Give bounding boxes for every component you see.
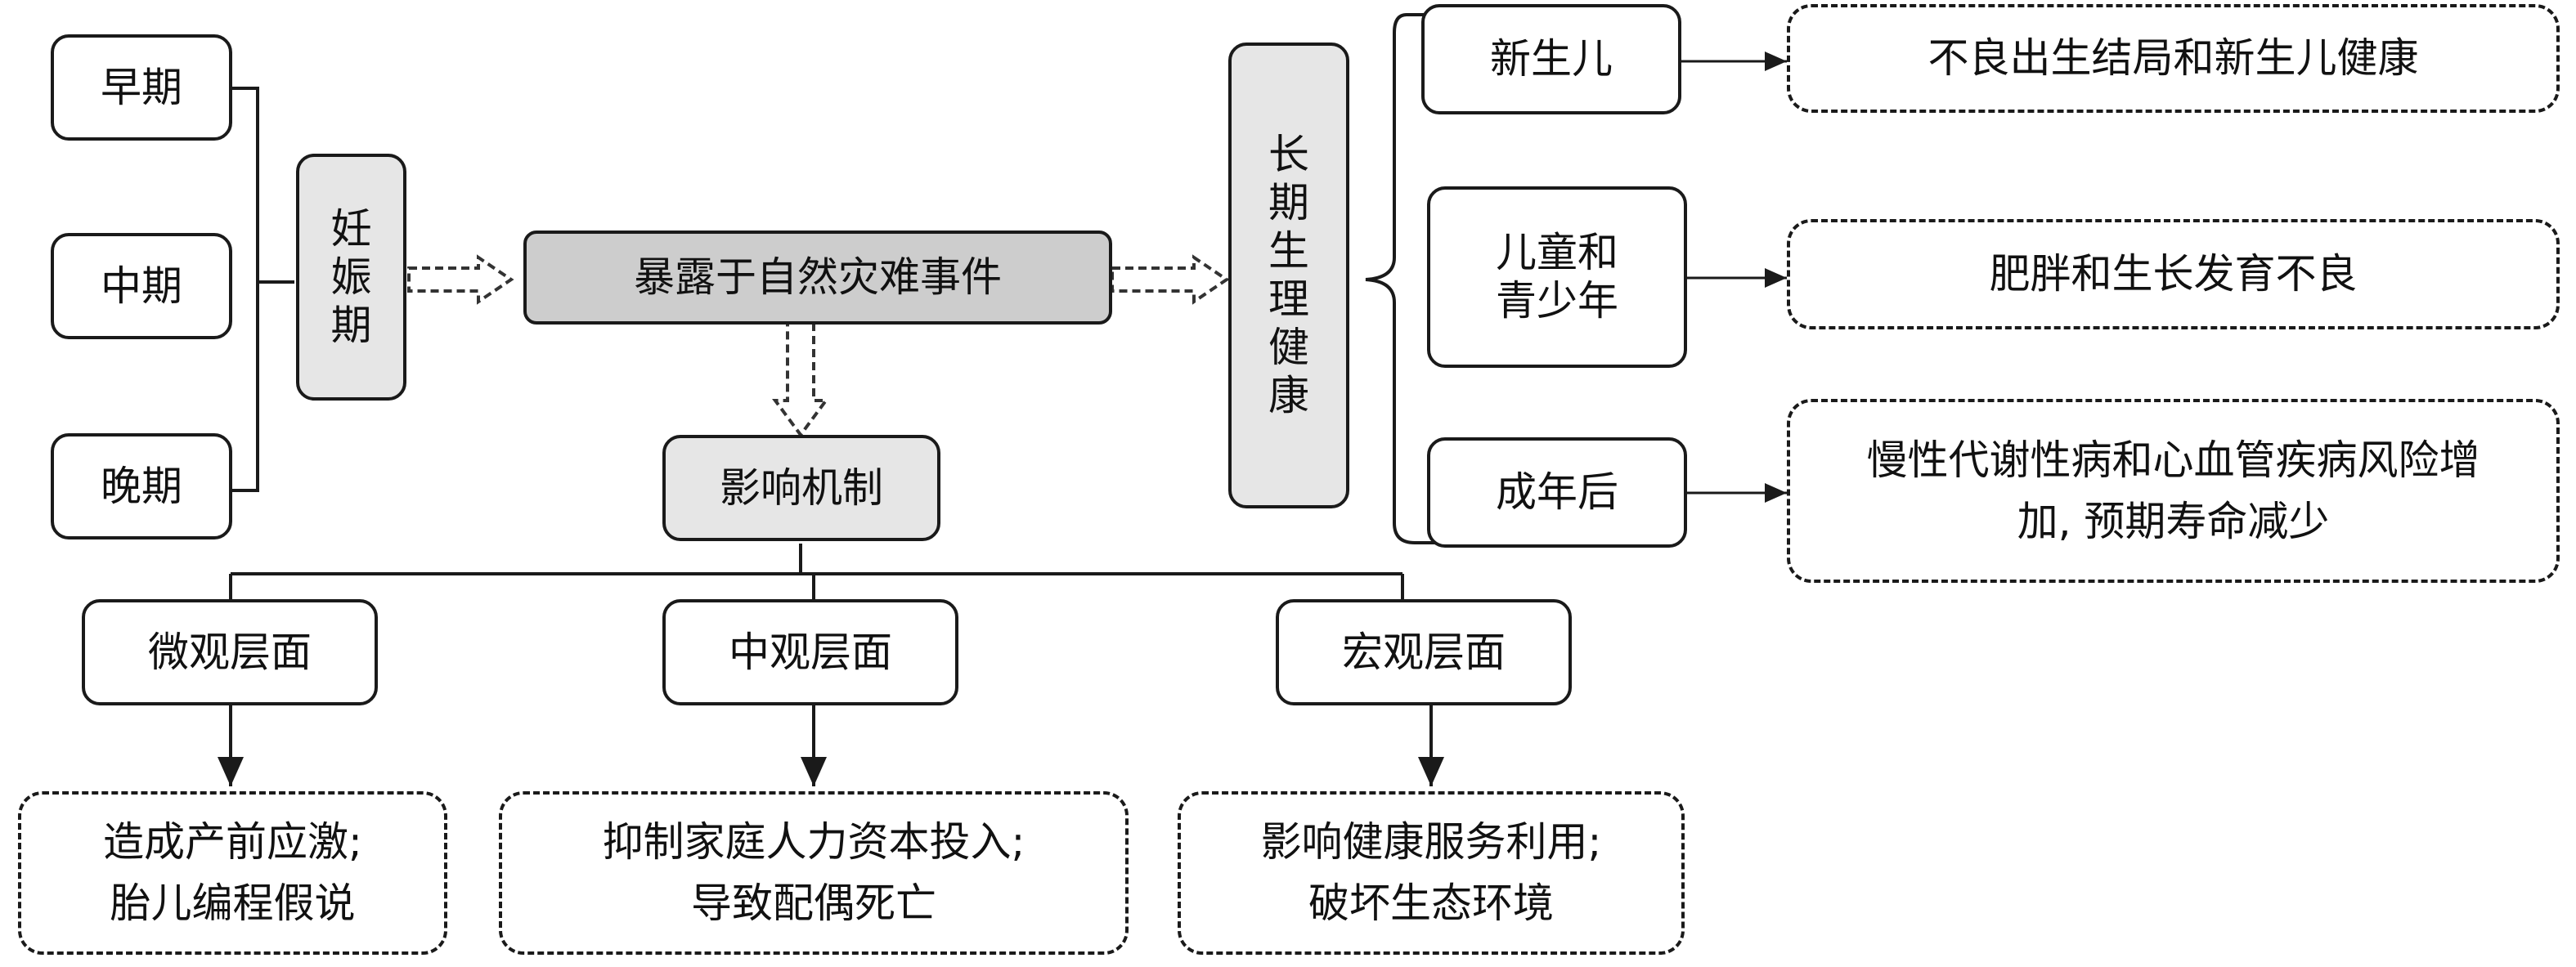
hollow-arrow-pregnancy-to-exposure (407, 254, 514, 305)
life-stage-child-adolescent: 儿童和 青少年 (1427, 186, 1687, 368)
detail-macro: 影响健康服务利用; 破坏生态环境 (1178, 791, 1685, 955)
level-micro: 微观层面 (82, 599, 378, 705)
mechanism-tree (229, 544, 1404, 605)
level-macro: 宏观层面 (1276, 599, 1572, 705)
hollow-arrow-exposure-to-mechanism (772, 321, 829, 438)
stage-late: 晚期 (51, 433, 232, 539)
level-meso: 中观层面 (662, 599, 958, 705)
stage-middle: 中期 (51, 233, 232, 339)
mechanism-box: 影响机制 (662, 435, 940, 541)
detail-meso: 抑制家庭人力资本投入; 导致配偶死亡 (499, 791, 1129, 955)
life-stage-newborn: 新生儿 (1421, 4, 1681, 114)
detail-micro: 造成产前应激; 胎儿编程假说 (18, 791, 447, 955)
stage-early: 早期 (51, 34, 232, 141)
hollow-arrow-exposure-to-longterm (1111, 254, 1230, 305)
life-stage-bracket (1365, 13, 1435, 544)
outcome-adult: 慢性代谢性病和心血管疾病风险增 加, 预期寿命减少 (1787, 399, 2560, 583)
stage-bracket (231, 87, 294, 492)
life-stage-adult: 成年后 (1427, 437, 1687, 548)
exposure-box: 暴露于自然灾难事件 (523, 231, 1112, 325)
outcome-child: 肥胖和生长发育不良 (1787, 219, 2560, 329)
pregnancy-period-box: 妊 娠 期 (296, 154, 406, 401)
long-term-health-box: 长 期 生 理 健 康 (1228, 43, 1349, 508)
outcome-newborn: 不良出生结局和新生儿健康 (1787, 4, 2560, 113)
